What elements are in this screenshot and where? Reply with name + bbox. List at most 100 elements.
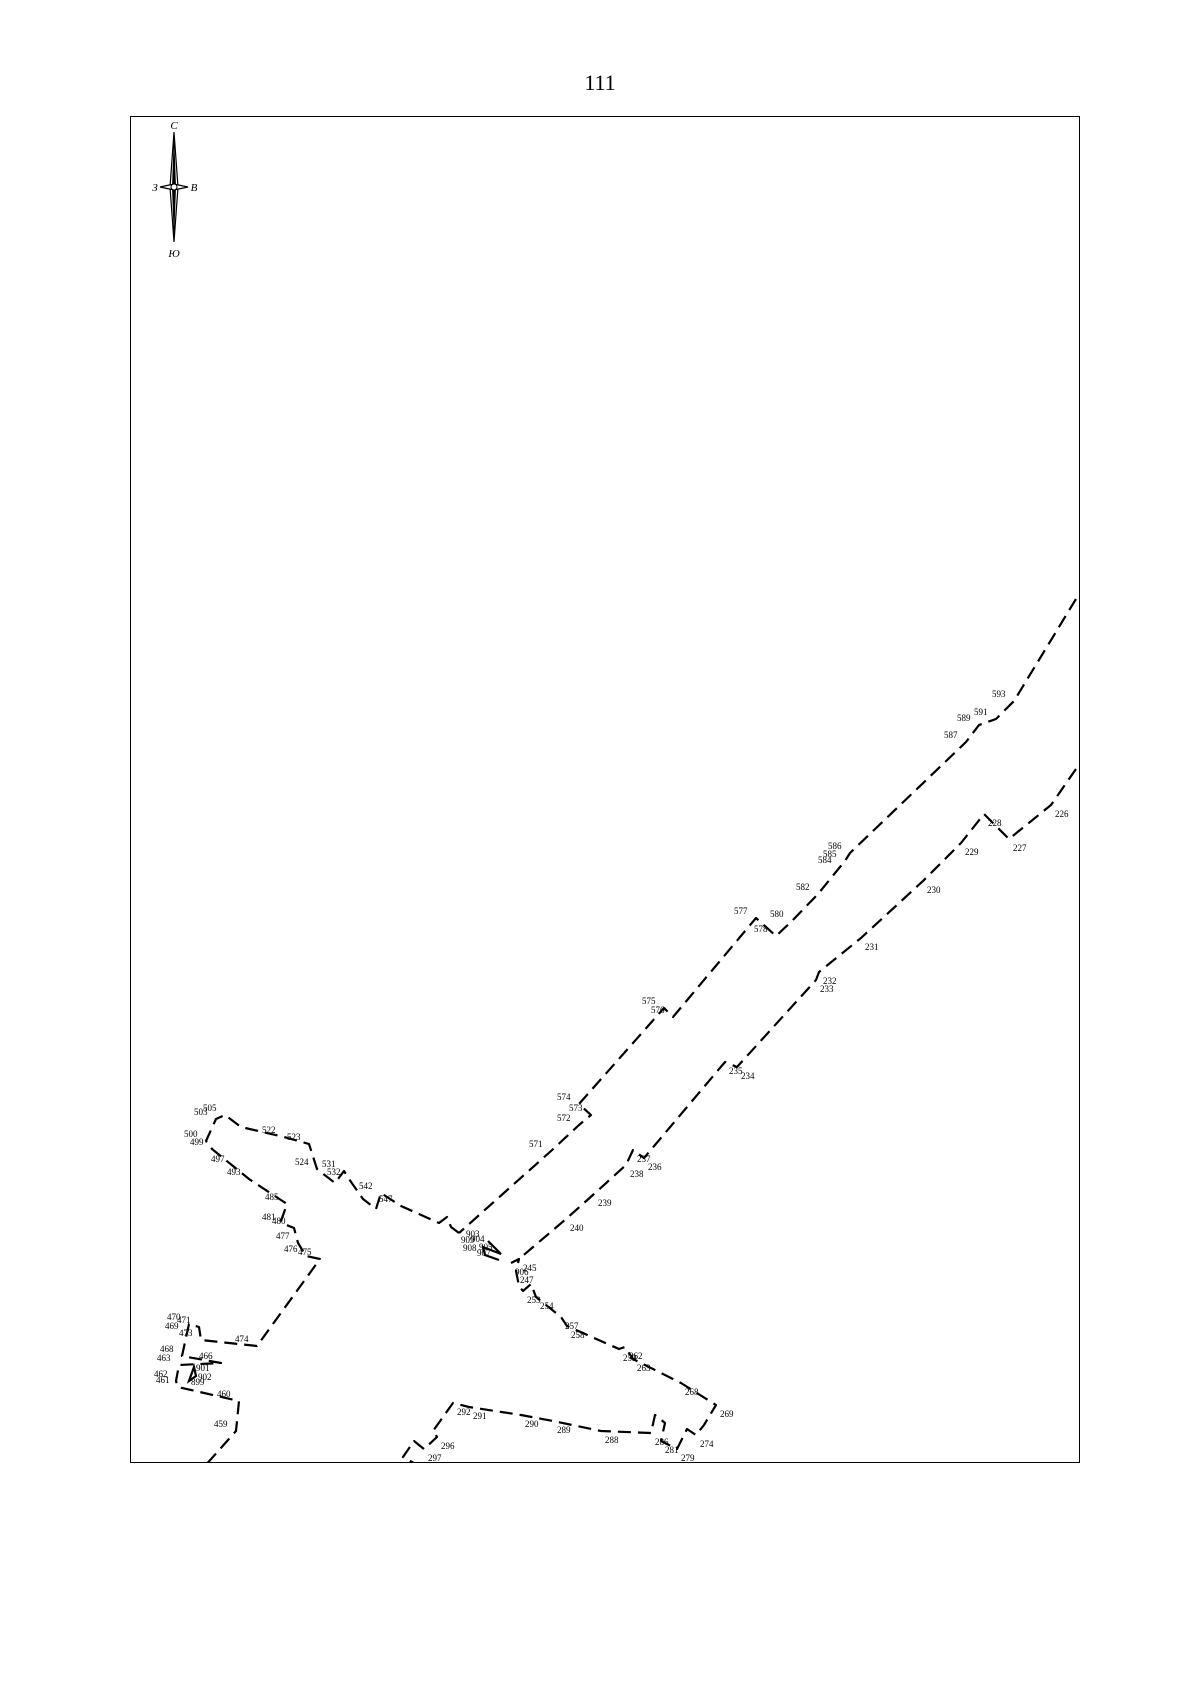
point-label-485: 485 bbox=[265, 1192, 279, 1202]
point-label-234: 234 bbox=[741, 1071, 755, 1081]
point-label-908: 908 bbox=[463, 1243, 477, 1253]
point-label-228: 228 bbox=[988, 818, 1002, 828]
point-label-586: 586 bbox=[828, 841, 842, 851]
point-label-524: 524 bbox=[295, 1157, 309, 1167]
point-label-463: 463 bbox=[157, 1353, 171, 1363]
point-label-469: 469 bbox=[165, 1321, 179, 1331]
point-label-582: 582 bbox=[796, 882, 810, 892]
point-label-254: 254 bbox=[540, 1301, 554, 1311]
point-label-532: 532 bbox=[327, 1167, 341, 1177]
point-label-230: 230 bbox=[927, 885, 941, 895]
point-label-231: 231 bbox=[865, 942, 879, 952]
point-label-263: 263 bbox=[637, 1363, 651, 1373]
point-label-578: 578 bbox=[754, 924, 768, 934]
point-label-906: 906 bbox=[515, 1267, 529, 1277]
point-label-268: 268 bbox=[685, 1387, 699, 1397]
point-label-477: 477 bbox=[276, 1231, 290, 1241]
compass-west: З bbox=[152, 182, 158, 194]
point-label-286: 286 bbox=[655, 1437, 669, 1447]
point-label-470: 470 bbox=[167, 1312, 181, 1322]
point-label-289: 289 bbox=[557, 1425, 571, 1435]
point-label-460: 460 bbox=[217, 1389, 231, 1399]
point-label-901: 901 bbox=[196, 1363, 210, 1373]
point-label-584: 584 bbox=[818, 855, 832, 865]
point-label-301: 301 bbox=[407, 1461, 421, 1463]
point-label-240: 240 bbox=[570, 1223, 584, 1233]
point-label-587: 587 bbox=[944, 730, 958, 740]
point-label-542: 542 bbox=[359, 1181, 373, 1191]
point-label-473: 473 bbox=[179, 1328, 193, 1338]
point-label-571: 571 bbox=[529, 1139, 543, 1149]
point-label-577: 577 bbox=[734, 906, 748, 916]
point-label-474: 474 bbox=[235, 1334, 249, 1344]
compass-east: В bbox=[191, 182, 198, 194]
point-label-503: 503 bbox=[194, 1107, 208, 1117]
point-label-292: 292 bbox=[457, 1407, 471, 1417]
point-label-238: 238 bbox=[630, 1169, 644, 1179]
compass-icon: С Ю З В bbox=[152, 120, 197, 260]
point-label-466: 466 bbox=[199, 1351, 213, 1361]
point-label-259: 259 bbox=[623, 1353, 637, 1363]
point-label-907: 907 bbox=[477, 1248, 491, 1258]
point-label-233: 233 bbox=[820, 984, 834, 994]
point-label-481: 481 bbox=[262, 1212, 276, 1222]
point-label-274: 274 bbox=[700, 1439, 714, 1449]
point-label-523: 523 bbox=[287, 1132, 301, 1142]
point-label-236: 236 bbox=[648, 1162, 662, 1172]
point-label-547: 547 bbox=[379, 1194, 393, 1204]
point-label-253: 253 bbox=[527, 1295, 541, 1305]
point-label-531: 531 bbox=[322, 1159, 336, 1169]
point-label-462: 462 bbox=[154, 1369, 168, 1379]
point-label-522: 522 bbox=[262, 1125, 276, 1135]
point-label-232: 232 bbox=[823, 976, 837, 986]
point-label-575: 575 bbox=[642, 996, 656, 1006]
compass-south: Ю bbox=[167, 248, 180, 260]
point-label-296: 296 bbox=[441, 1441, 455, 1451]
point-label-899: 899 bbox=[191, 1377, 205, 1387]
point-label-904: 904 bbox=[471, 1234, 485, 1244]
boundaries-layer bbox=[174, 598, 1077, 1462]
page-number: 111 bbox=[584, 70, 616, 95]
point-label-493: 493 bbox=[227, 1167, 241, 1177]
inset-parcel bbox=[186, 1363, 198, 1384]
point-label-239: 239 bbox=[598, 1198, 612, 1208]
point-label-257: 257 bbox=[565, 1321, 579, 1331]
point-label-480: 480 bbox=[272, 1216, 286, 1226]
point-label-227: 227 bbox=[1013, 843, 1027, 853]
point-label-580: 580 bbox=[770, 909, 784, 919]
point-label-291: 291 bbox=[473, 1411, 487, 1421]
point-label-235: 235 bbox=[729, 1066, 743, 1076]
boundary-west-upper bbox=[174, 1113, 460, 1462]
point-label-281: 281 bbox=[665, 1445, 679, 1455]
point-label-471: 471 bbox=[177, 1315, 191, 1325]
point-label-290: 290 bbox=[525, 1419, 539, 1429]
point-label-585: 585 bbox=[823, 849, 837, 859]
point-label-902: 902 bbox=[198, 1372, 212, 1382]
boundary-north-bank bbox=[458, 598, 1077, 1234]
point-label-589: 589 bbox=[957, 713, 971, 723]
point-label-499: 499 bbox=[190, 1137, 204, 1147]
point-label-468: 468 bbox=[160, 1344, 174, 1354]
point-label-262: 262 bbox=[629, 1351, 643, 1361]
boundary-south-bank bbox=[518, 768, 1077, 1260]
point-label-226: 226 bbox=[1055, 809, 1069, 819]
point-label-573: 573 bbox=[569, 1103, 583, 1113]
point-label-245: 245 bbox=[523, 1263, 537, 1273]
point-label-497: 497 bbox=[211, 1154, 225, 1164]
point-label-576: 576 bbox=[651, 1005, 665, 1015]
point-label-237: 237 bbox=[637, 1154, 651, 1164]
point-label-591: 591 bbox=[974, 707, 988, 717]
point-label-500: 500 bbox=[184, 1129, 198, 1139]
point-label-459: 459 bbox=[214, 1419, 228, 1429]
point-label-269: 269 bbox=[720, 1409, 734, 1419]
point-label-593: 593 bbox=[992, 689, 1006, 699]
point-label-247: 247 bbox=[520, 1275, 534, 1285]
compass-north: С bbox=[170, 120, 178, 132]
point-label-909: 909 bbox=[461, 1235, 475, 1245]
point-label-905: 905 bbox=[479, 1242, 493, 1252]
point-label-903: 903 bbox=[466, 1229, 480, 1239]
point-label-475: 475 bbox=[298, 1247, 312, 1257]
